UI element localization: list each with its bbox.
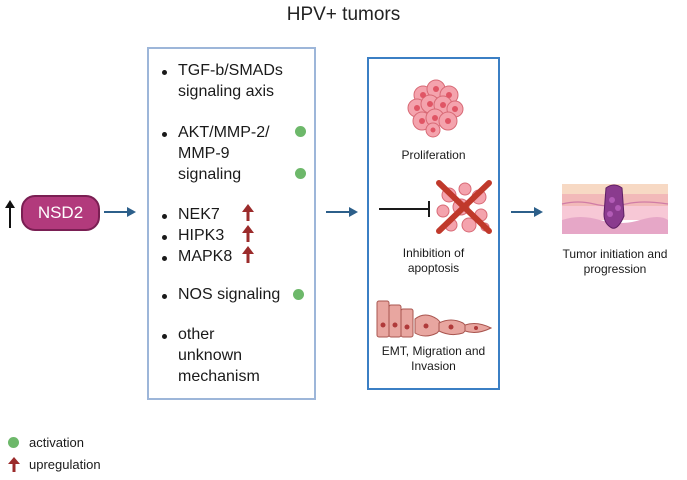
- bullet-point: [162, 70, 167, 75]
- mechanism-item: NEK7: [178, 206, 220, 223]
- upregulation-arrow-icon: [242, 246, 254, 263]
- mechanism-item: AKT/MMP-2/ MMP-9 signaling: [178, 124, 270, 183]
- skin-tumor-icon: [561, 184, 669, 234]
- activation-dot-icon: [293, 289, 304, 300]
- bullet-point: [162, 294, 167, 299]
- increase-arrow-icon: [5, 200, 15, 228]
- flow-arrow-icon: [326, 207, 358, 217]
- activation-dot-icon: [295, 126, 306, 137]
- activation-dot-icon: [295, 168, 306, 179]
- effects-box: Proliferation Inhibition of apoptosis: [367, 57, 500, 390]
- mechanism-item: other unknown mechanism: [178, 326, 260, 385]
- legend-upregulation-arrow-icon: [8, 457, 20, 472]
- upregulation-arrow-icon: [242, 204, 254, 221]
- mechanisms-box: TGF-b/SMADs signaling axis AKT/MMP-2/ MM…: [147, 47, 316, 400]
- bullet-point: [162, 334, 167, 339]
- epithelial-cells-migration-icon: [376, 300, 493, 338]
- outcome-label: Tumor initiation and progression: [562, 247, 668, 276]
- nsd2-node: NSD2: [21, 195, 100, 231]
- bullet-point: [162, 214, 167, 219]
- diagram-title: HPV+ tumors: [286, 4, 401, 25]
- flow-arrow-icon: [104, 207, 136, 217]
- bullet-point: [162, 132, 167, 137]
- tumor-cell-cluster-icon: [407, 79, 464, 138]
- mechanism-item: TGF-b/SMADs signaling axis: [178, 62, 283, 100]
- effect-label-apoptosis: Inhibition of apoptosis: [402, 246, 465, 275]
- mechanism-item: HIPK3: [178, 227, 225, 244]
- effect-label-emt: EMT, Migration and Invasion: [381, 344, 486, 373]
- legend-upregulation-label: upregulation: [29, 457, 101, 472]
- upregulation-arrow-icon: [242, 225, 254, 242]
- bullet-point: [162, 256, 167, 261]
- legend-activation-dot-icon: [8, 437, 19, 448]
- effect-label-proliferation: Proliferation: [401, 148, 466, 162]
- mechanism-item: MAPK8: [178, 248, 233, 265]
- bullet-point: [162, 235, 167, 240]
- flow-arrow-icon: [511, 207, 543, 217]
- mechanism-item: NOS signaling: [178, 286, 281, 303]
- blocked-apoptosis-icon: [379, 180, 492, 234]
- legend-activation-label: activation: [29, 435, 84, 450]
